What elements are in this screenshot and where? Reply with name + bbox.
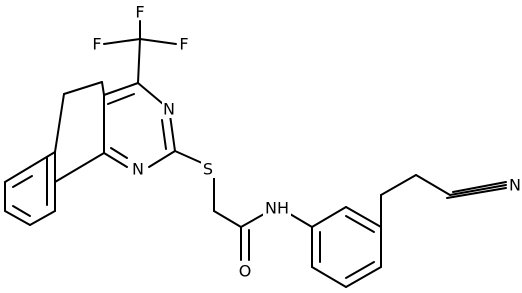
bond-ch2b-cn-c: [415, 174, 451, 196]
atom-amide-nitrogen: NH: [263, 199, 291, 218]
atom-fluorine-2: F: [92, 35, 101, 54]
atom-label-n-nitrile: N: [509, 176, 521, 195]
atom-label-n1: N: [132, 160, 144, 179]
bond-aryl-c2-c3: [345, 206, 382, 228]
bond-ch2a-ch2b: [380, 174, 417, 196]
bond-pyr-n1-c10b-inner: [110, 147, 128, 159]
bond-nitrile-3: [452, 181, 507, 193]
bond-aryl-c1-c2: [311, 206, 347, 228]
atom-fluorine-1: F: [135, 3, 144, 22]
bond-dihydro-c5-c6: [63, 81, 103, 95]
atom-nitrile-nitrogen: N: [508, 176, 522, 195]
atom-label-f3: F: [179, 35, 188, 54]
bond-cf3-c-ring: [137, 38, 141, 84]
bond-aryl-c5-c6: [311, 266, 347, 288]
bond-pyr-n3-c2-inner: [161, 119, 167, 150]
bond-nitrile-1: [446, 187, 507, 199]
atom-sulfur: S: [201, 160, 216, 179]
bond-aryl-c4-c5: [345, 266, 382, 288]
atom-fluorine-3: F: [179, 35, 188, 54]
bond-pyr-n1-c10b: [103, 152, 128, 168]
bond-cf3-c-f2: [103, 38, 141, 45]
bond-benzo-c10-c10a: [29, 210, 56, 226]
atom-label-nh: NH: [265, 199, 289, 218]
atom-label-o: O: [239, 262, 252, 281]
atom-oxygen: O: [237, 262, 253, 281]
atom-label-s: S: [203, 160, 213, 179]
bond-pyr-c4-n3: [137, 82, 164, 105]
atom-nitrogen-pyrimidine-bottom: N: [131, 160, 145, 179]
bond-pyr-c2-n1: [148, 150, 176, 168]
bond-benzo-c7-c8: [4, 166, 31, 183]
bond-c2-s: [174, 150, 203, 164]
bond-dihydro-c10a-c10b: [54, 152, 105, 183]
bond-benzo-c6a-c7: [29, 151, 56, 168]
bond-pyr-c4a-c4: [103, 82, 139, 96]
bond-benzo-c9-c10-inner: [12, 205, 31, 217]
bond-aryl-c2-c3-inner: [345, 215, 375, 233]
bond-nh-aryl: [289, 213, 313, 228]
atom-label-f1: F: [135, 3, 144, 22]
bond-dihydro-c4a-c5: [101, 81, 105, 96]
bond-pyr-n3-c2: [169, 114, 176, 152]
bond-co-nh: [240, 213, 265, 228]
bond-benzo-c7-c8-inner: [12, 175, 33, 188]
bond-ch2-co: [213, 210, 242, 228]
bond-group: [4, 20, 507, 288]
bond-aryl-c4-c5-inner: [345, 261, 375, 279]
atom-label-group: F F F N N S NH O N: [92, 3, 522, 281]
bond-nitrile-2: [449, 184, 507, 196]
bond-pyr-c4a-c4-inner: [107, 93, 135, 105]
bond-cf3-c-f3: [139, 38, 177, 45]
atom-label-n3: N: [163, 100, 175, 119]
atom-label-f2: F: [92, 35, 101, 54]
bond-benzo-c9-c10: [4, 210, 31, 226]
bond-dihydro-c6-c6a: [54, 93, 65, 153]
atom-nitrogen-pyrimidine-top: N: [162, 100, 176, 119]
